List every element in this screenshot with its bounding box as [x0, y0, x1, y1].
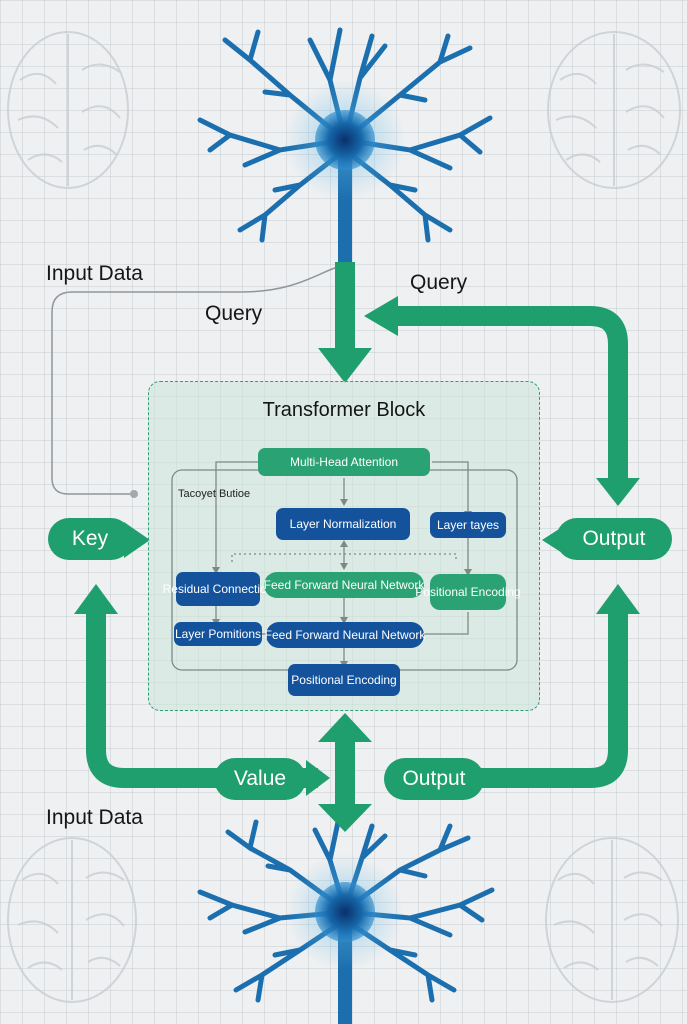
neuron-icon-top — [197, 27, 493, 277]
positional-encoding-node-right: Positional Encoding — [415, 574, 521, 610]
block-annotation: Tacoyet Butioe — [178, 488, 251, 500]
layer-tayes-node: Layer tayes — [430, 512, 506, 538]
input-data-label-bottom: Input Data — [46, 806, 143, 829]
output-pill-bottom: Output — [384, 758, 484, 800]
brain-icon-bottom-left — [7, 837, 137, 1003]
connector-dot — [130, 490, 138, 498]
value-pill: Value — [214, 758, 306, 800]
residual-connection-node: Residual Connection — [163, 572, 273, 606]
input-data-connector — [51, 264, 346, 495]
arrowhead-output-up — [596, 584, 640, 614]
arrowhead-block-up — [318, 713, 372, 742]
arrow-key-loop — [86, 612, 220, 788]
transformer-block — [148, 381, 540, 711]
brain-icon-top-right — [547, 31, 681, 189]
positional-encoding-node-bottom: Positional Encoding — [288, 664, 400, 696]
query-label-left: Query — [205, 302, 263, 325]
layer-pomitions-node: Layer Pomitions — [174, 622, 262, 646]
arrowhead-value-right — [306, 760, 330, 796]
arrowhead-query-left — [364, 296, 398, 336]
input-data-label-top: Input Data — [46, 262, 143, 285]
feed-forward-node-top: Feed Forward Neural Network — [264, 572, 424, 598]
arrowhead-query-down — [318, 348, 372, 383]
multi-head-attention-node: Multi-Head Attention — [258, 448, 430, 476]
arrow-output-loop — [470, 612, 628, 788]
neuron-icon-bottom — [197, 819, 495, 1024]
arrowhead-block-down — [318, 804, 372, 832]
query-label-right: Query — [410, 271, 468, 294]
brain-icon-top-left — [7, 31, 129, 189]
brain-icon-bottom-right — [545, 837, 679, 1003]
arrow-query-loop — [390, 306, 628, 478]
transformer-block-title: Transformer Block — [262, 399, 426, 421]
layer-normalization-node: Layer Normalization — [276, 508, 410, 540]
key-pill: Key — [48, 518, 132, 560]
arrowhead-output-down — [596, 478, 640, 506]
output-pill-right: Output — [556, 518, 672, 560]
feed-forward-node-bottom: Feed Forward Neural Network — [265, 622, 425, 648]
arrowhead-key-up — [74, 584, 118, 614]
